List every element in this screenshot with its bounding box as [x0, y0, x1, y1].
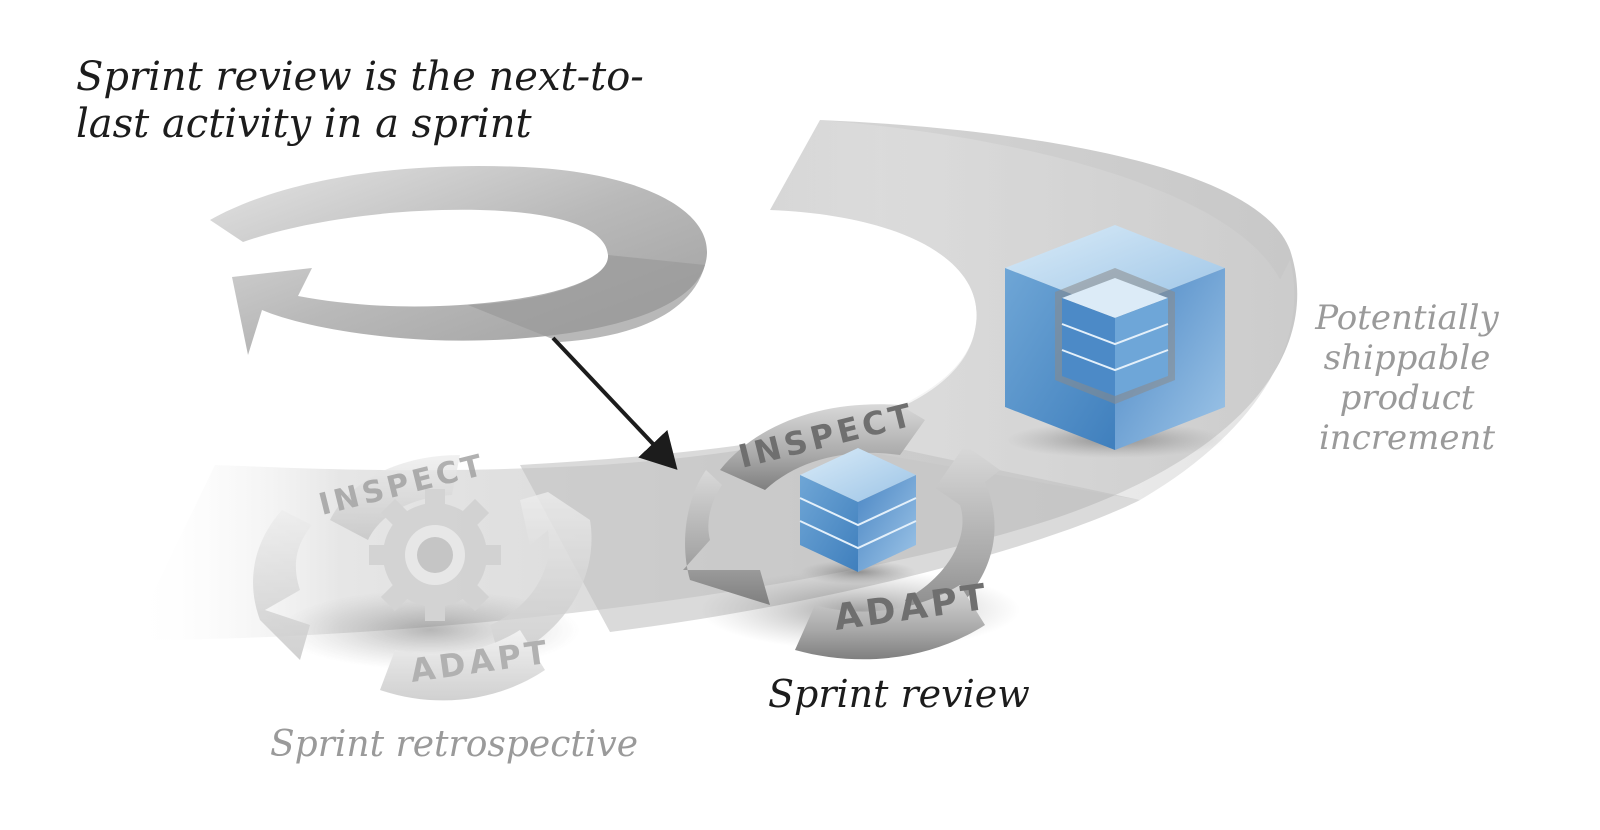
sprint-retrospective-label: Sprint retrospective — [270, 724, 638, 765]
increment-cube-icon — [1005, 225, 1225, 458]
sprint-cycle-arrow — [210, 165, 708, 355]
diagram-title: Sprint review is the next-to-last activi… — [76, 54, 644, 148]
sprint-review-label: Sprint review — [768, 672, 1030, 716]
pointer-arrow — [551, 336, 678, 470]
review-cube-icon — [799, 448, 917, 584]
increment-label: Potentially shippable product increment — [1315, 298, 1499, 459]
gear-icon — [369, 489, 501, 621]
